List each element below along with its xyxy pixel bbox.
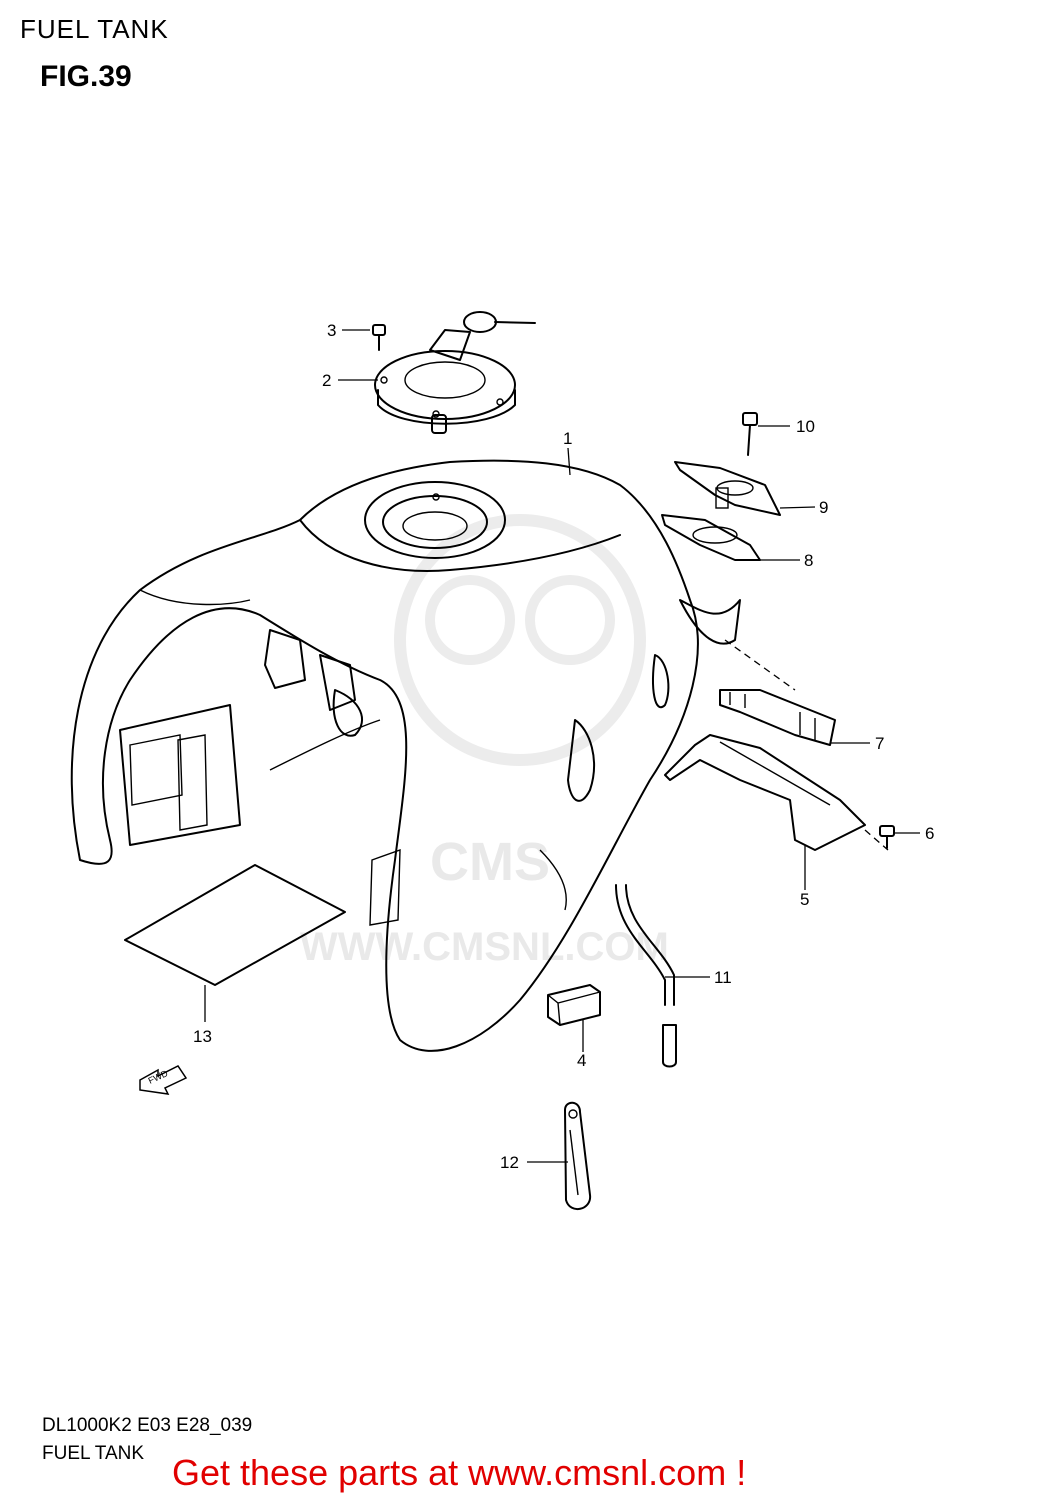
callout-labels: 1 2 3 4 5 6 7 8 9 10 11 12 13 — [193, 321, 934, 1172]
page-header-title: FUEL TANK — [20, 14, 169, 44]
part-2-fuel-cap — [374, 311, 536, 434]
part-11-hose — [615, 884, 677, 1068]
callout-1: 1 — [563, 429, 572, 448]
callout-2: 2 — [322, 371, 331, 390]
part-7-damper — [719, 689, 836, 746]
callout-8: 8 — [804, 551, 813, 570]
callout-3: 3 — [327, 321, 336, 340]
callout-4: 4 — [577, 1051, 586, 1070]
callout-12: 12 — [500, 1153, 519, 1172]
part-3-screw — [372, 324, 386, 351]
part-8-gasket — [661, 514, 761, 561]
leader-lines — [204, 329, 920, 1163]
footer-model-code: DL1000K2 E03 E28_039 — [42, 1415, 253, 1436]
promo-link[interactable]: Get these parts at www.cmsnl.com ! — [172, 1452, 747, 1493]
watermark-brand: CMS — [430, 832, 550, 892]
part-1-fuel-tank — [70, 459, 741, 1052]
part-5-bracket — [664, 734, 866, 851]
callout-10: 10 — [796, 417, 815, 436]
callout-9: 9 — [819, 498, 828, 517]
part-12-strap — [564, 1101, 592, 1210]
callout-5: 5 — [800, 890, 809, 909]
fwd-arrow-icon: FWD — [139, 1065, 188, 1095]
watermark-url: WWW.CMSNL.COM — [300, 925, 669, 969]
part-9-bracket — [674, 461, 781, 516]
part-13-label — [124, 864, 346, 986]
callout-11: 11 — [714, 968, 732, 987]
callout-7: 7 — [875, 734, 884, 753]
callout-13: 13 — [193, 1027, 212, 1046]
figure-number: FIG.39 — [40, 60, 132, 93]
part-6-bolt — [879, 825, 895, 849]
watermark: CMS WWW.CMSNL.COM — [300, 514, 669, 969]
footer-title: FUEL TANK — [42, 1443, 145, 1464]
part-4-cushion — [547, 984, 601, 1026]
part-10-bolt — [742, 412, 758, 456]
callout-6: 6 — [925, 824, 934, 843]
